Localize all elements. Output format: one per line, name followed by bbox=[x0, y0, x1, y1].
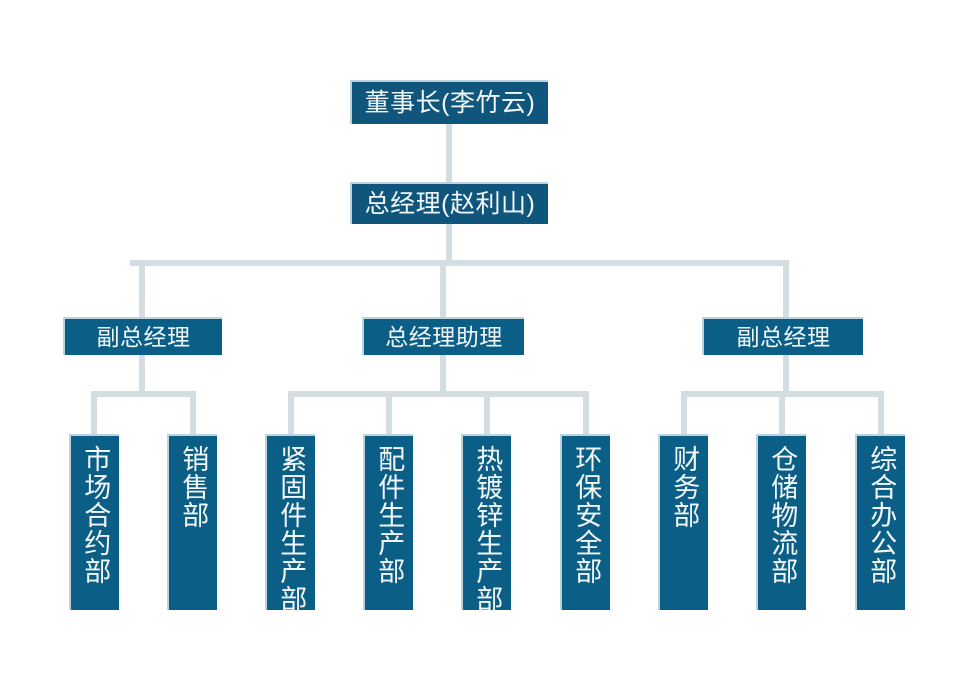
node-dept-env-safety-label: 环保安全部 bbox=[571, 445, 602, 585]
node-chairman-label: 董事长(李竹云) bbox=[364, 88, 536, 117]
node-chairman[interactable]: 董事长(李竹云) bbox=[350, 80, 548, 124]
node-dept-market-contract-label: 市场合约部 bbox=[80, 445, 111, 585]
node-dept-finance-label: 财务部 bbox=[669, 445, 700, 529]
connector-left-group-stem bbox=[139, 355, 145, 395]
node-general-manager-label: 总经理(赵利山) bbox=[364, 189, 536, 218]
node-dept-market-contract[interactable]: 市场合约部 bbox=[69, 434, 119, 610]
node-deputy-gm-right[interactable]: 副总经理 bbox=[702, 317, 863, 355]
node-dept-parts-production-label: 配件生产部 bbox=[374, 445, 405, 585]
connector-drop-sales bbox=[190, 391, 196, 436]
connector-level2-bus bbox=[130, 260, 789, 266]
node-dept-warehouse-logistics[interactable]: 仓储物流部 bbox=[756, 434, 806, 610]
node-general-manager[interactable]: 总经理(赵利山) bbox=[350, 182, 548, 224]
node-dept-sales-label: 销售部 bbox=[178, 445, 209, 529]
node-gm-assistant[interactable]: 总经理助理 bbox=[362, 317, 524, 355]
connector-drop-finance bbox=[681, 391, 687, 436]
node-dept-fastener-production[interactable]: 紧固件生产部 bbox=[265, 434, 315, 613]
connector-chairman-to-gm bbox=[446, 124, 452, 186]
node-deputy-gm-left[interactable]: 副总经理 bbox=[63, 317, 222, 355]
node-dept-galvanizing-production-label: 热镀锌生产部 bbox=[472, 445, 503, 613]
node-dept-warehouse-logistics-label: 仓储物流部 bbox=[767, 445, 798, 585]
node-dept-sales[interactable]: 销售部 bbox=[167, 434, 217, 610]
node-deputy-gm-right-label: 副总经理 bbox=[736, 323, 831, 350]
node-dept-general-office-label: 综合办公部 bbox=[866, 445, 897, 585]
node-dept-env-safety[interactable]: 环保安全部 bbox=[560, 434, 610, 610]
connector-drop-parts-production bbox=[386, 391, 392, 436]
connector-drop-market-contract bbox=[91, 391, 97, 436]
node-gm-assistant-label: 总经理助理 bbox=[385, 323, 503, 350]
connector-drop-env-safety bbox=[583, 391, 589, 436]
connector-drop-galvanizing-production bbox=[484, 391, 490, 436]
node-dept-parts-production[interactable]: 配件生产部 bbox=[363, 434, 413, 610]
connector-right-group-stem bbox=[783, 355, 789, 395]
node-dept-general-office[interactable]: 综合办公部 bbox=[855, 434, 905, 610]
connector-drop-deputy-right bbox=[783, 260, 789, 318]
connector-drop-deputy-left bbox=[139, 260, 145, 318]
node-dept-galvanizing-production[interactable]: 热镀锌生产部 bbox=[461, 434, 511, 613]
connector-drop-fastener-production bbox=[288, 391, 294, 436]
connector-left-group-bus bbox=[91, 391, 196, 397]
node-dept-finance[interactable]: 财务部 bbox=[658, 434, 708, 610]
node-dept-fastener-production-label: 紧固件生产部 bbox=[276, 445, 307, 613]
connector-middle-group-stem bbox=[440, 355, 446, 395]
connector-drop-warehouse-logistics bbox=[779, 391, 785, 436]
node-deputy-gm-left-label: 副总经理 bbox=[96, 323, 191, 350]
connector-gm-stem bbox=[446, 224, 452, 264]
connector-middle-group-bus bbox=[288, 391, 589, 397]
connector-drop-general-office bbox=[878, 391, 884, 436]
connector-drop-gm-assistant bbox=[440, 260, 446, 318]
